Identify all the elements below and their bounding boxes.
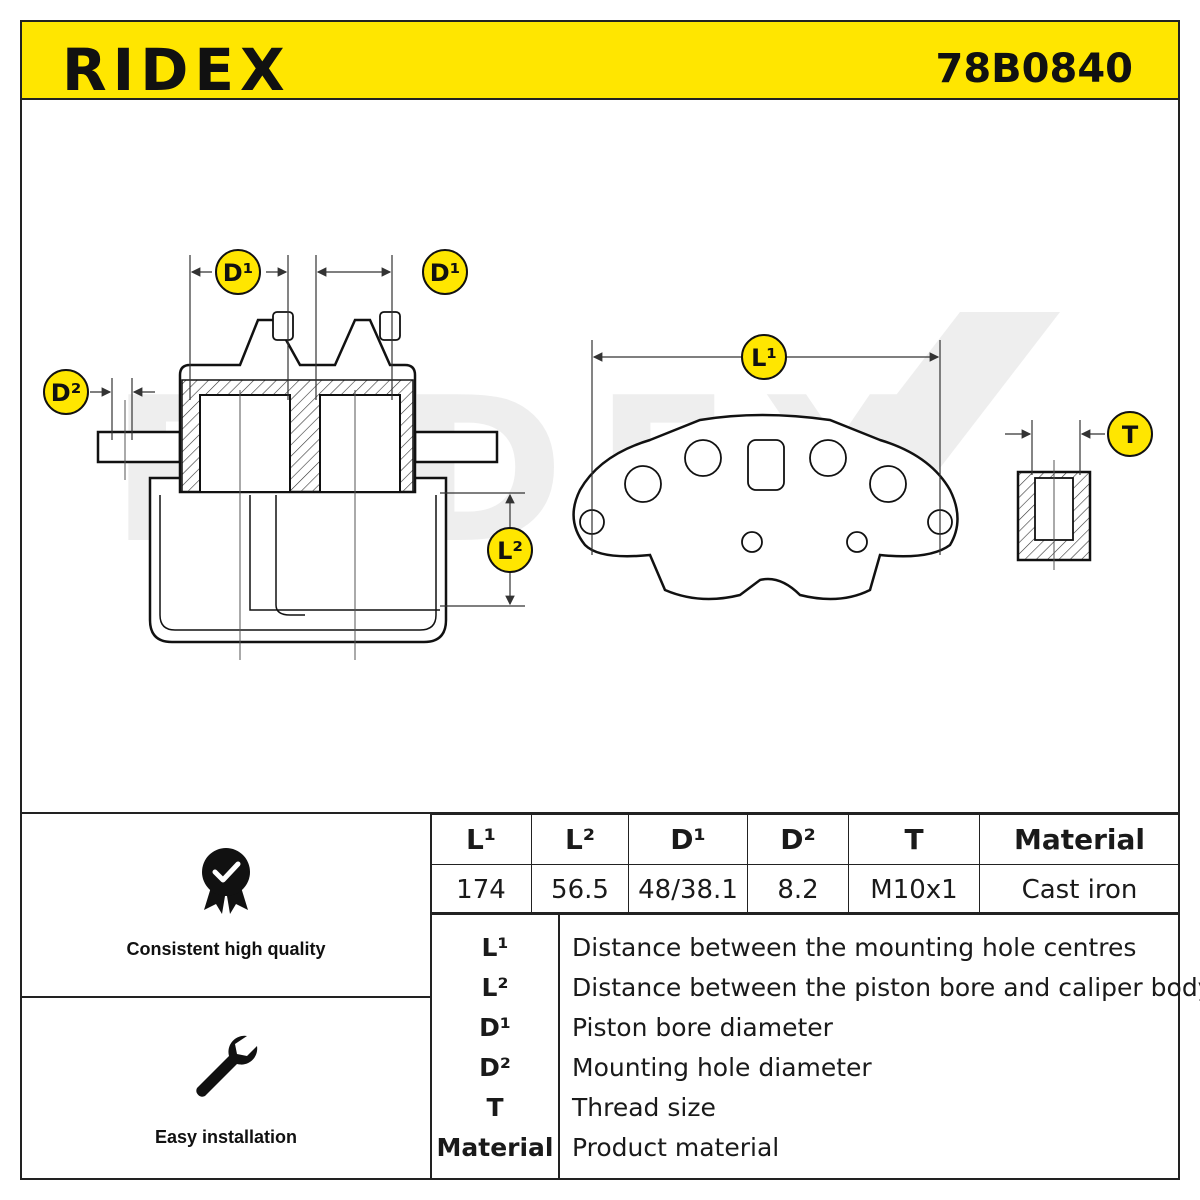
legend-row: L¹ Distance between the mounting hole ce… <box>432 928 1180 968</box>
legend-row: D² Mounting hole diameter <box>432 1048 1180 1088</box>
technical-drawing: RIDEX <box>43 249 1153 660</box>
svg-text:T: T <box>1122 421 1139 449</box>
svg-text:D¹: D¹ <box>430 259 460 287</box>
specs-value-cell: 56.5 <box>531 864 629 915</box>
legend-key: D¹ <box>479 1013 511 1042</box>
quality-badge-icon <box>202 848 250 914</box>
legend-row: D¹ Piston bore diameter <box>432 1008 1180 1048</box>
specs-header-row: L¹ L² D¹ D² T Material <box>430 814 1180 865</box>
feature-installation-label: Easy installation <box>154 1127 298 1147</box>
legend-desc: Mounting hole diameter <box>572 1053 872 1082</box>
thread-detail-view <box>1016 460 1092 570</box>
feature-quality: Consistent high quality <box>22 846 430 960</box>
legend-row: T Thread size <box>432 1088 1180 1128</box>
feature-quality-label: Consistent high quality <box>126 939 326 959</box>
specs-table: L¹ L² D¹ D² T Material 174 56.5 48/38.1 … <box>430 814 1180 915</box>
svg-text:L¹: L¹ <box>751 344 777 372</box>
specs-value-cell: 8.2 <box>747 864 849 915</box>
specs-value-cell: 48/38.1 <box>628 864 748 915</box>
svg-text:D¹: D¹ <box>223 259 253 287</box>
d1-dimensions <box>189 255 393 400</box>
wrench-icon <box>196 1035 258 1097</box>
t-dimension <box>1005 420 1105 475</box>
specs-header-cell: L¹ <box>430 814 532 865</box>
legend-desc: Distance between the mounting hole centr… <box>572 933 1137 962</box>
features-divider-horizontal <box>20 996 432 998</box>
label-d1-right: D¹ <box>422 249 468 295</box>
legend-desc: Distance between the piston bore and cal… <box>572 973 1200 1002</box>
specs-value-row: 174 56.5 48/38.1 8.2 M10x1 Cast iron <box>430 864 1180 915</box>
part-number: 78B0840 <box>935 46 1133 92</box>
legend-key: T <box>486 1093 504 1122</box>
legend-key: Material <box>436 1133 554 1162</box>
specs-header-cell: Material <box>979 814 1180 865</box>
specs-header-cell: T <box>848 814 980 865</box>
label-d2: D² <box>43 369 89 415</box>
specs-value-cell: 174 <box>430 864 532 915</box>
label-t: T <box>1107 411 1153 457</box>
specs-header-cell: L² <box>531 814 629 865</box>
legend-key: D² <box>479 1053 511 1082</box>
d2-dimension <box>90 378 155 440</box>
header-bar: RIDEX 78B0840 <box>20 20 1180 100</box>
specs-header-cell: D¹ <box>628 814 748 865</box>
legend-row: L² Distance between the piston bore and … <box>432 968 1200 1008</box>
legend-desc: Piston bore diameter <box>572 1013 833 1042</box>
drawing-bottom-divider <box>20 812 1180 814</box>
legend-key: L¹ <box>481 933 509 962</box>
specs-value-cell: M10x1 <box>848 864 980 915</box>
legend-key: L² <box>481 973 509 1002</box>
legend-column-divider <box>558 914 560 1178</box>
caliper-front-view <box>572 413 959 601</box>
specs-header-cell: D² <box>747 814 849 865</box>
svg-text:L²: L² <box>497 537 523 565</box>
label-l2: L² <box>487 527 533 573</box>
legend-desc: Product material <box>572 1133 780 1162</box>
brand-logo: RIDEX <box>62 36 291 104</box>
legend-row: Material Product material <box>432 1128 1180 1168</box>
legend-top-divider <box>430 912 1180 914</box>
feature-installation: Easy installation <box>22 1030 430 1148</box>
specs-value-cell: Cast iron <box>979 864 1180 915</box>
legend-desc: Thread size <box>572 1093 716 1122</box>
label-d1-left: D¹ <box>215 249 261 295</box>
label-l1: L¹ <box>741 334 787 380</box>
svg-text:D²: D² <box>51 379 81 407</box>
